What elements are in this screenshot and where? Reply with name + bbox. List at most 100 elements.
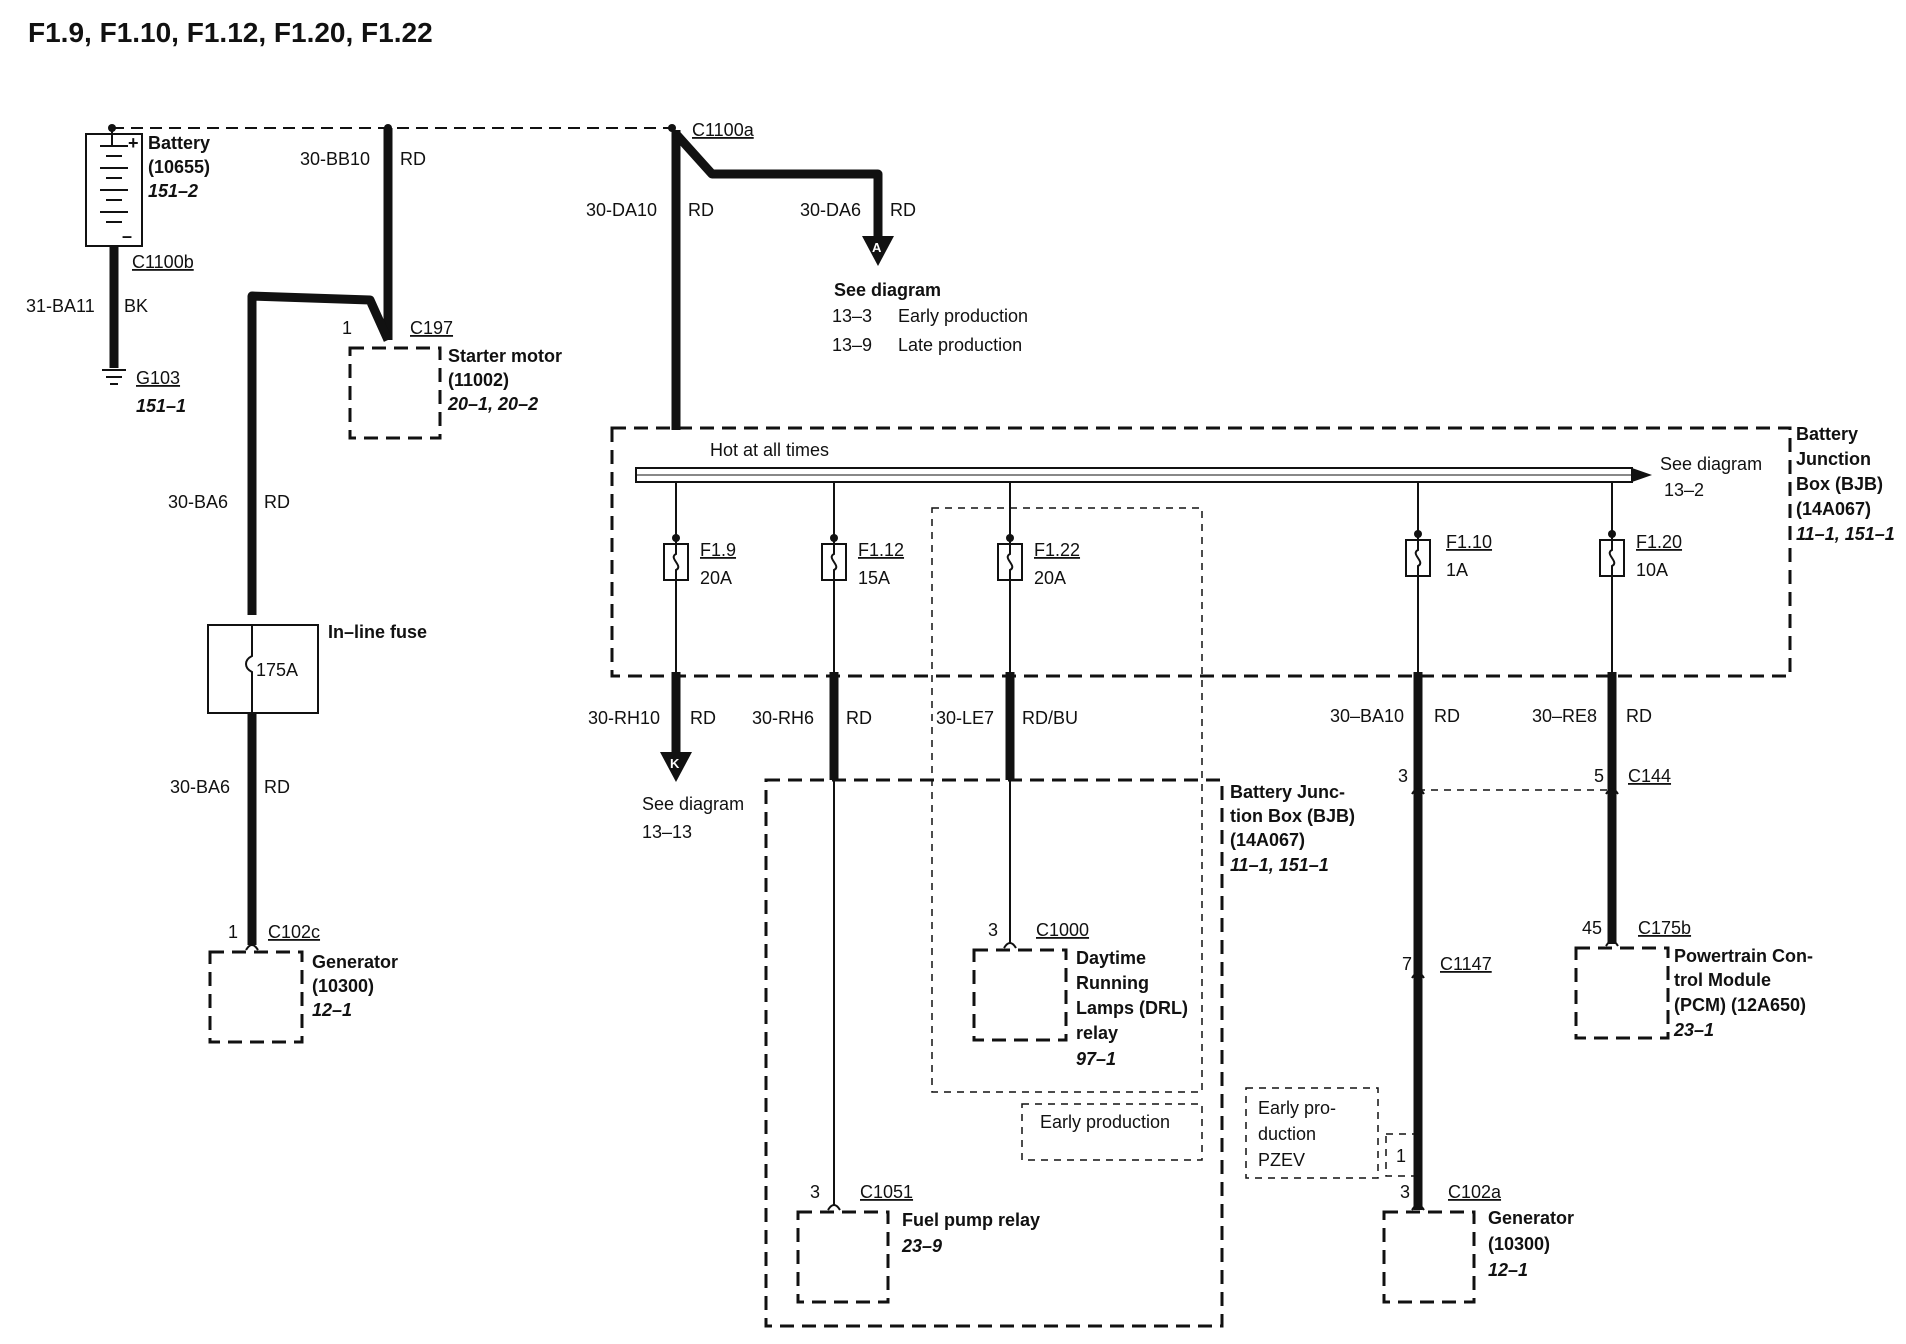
pcm-pin: 45 xyxy=(1582,918,1602,938)
arrow-a-letter: A xyxy=(872,240,882,255)
bjb-bottom-line1: Battery Junc- xyxy=(1230,782,1345,802)
starter-pin: 1 xyxy=(342,318,352,338)
early-pzev-pin-box xyxy=(1385,1133,1421,1177)
bjb-top-line2: Junction xyxy=(1796,449,1871,469)
drl-line3: Lamps (DRL) xyxy=(1076,998,1188,1018)
early-production-label: Early production xyxy=(1040,1112,1170,1132)
c1147-pin: 7 xyxy=(1402,954,1412,974)
drl-line4: relay xyxy=(1076,1023,1118,1043)
fuse-f1-12-rating: 15A xyxy=(858,568,890,588)
pcm-connector: C175b xyxy=(1638,918,1691,938)
fuse-f1-9 xyxy=(663,482,689,672)
wire-30rh6-color: RD xyxy=(846,708,872,728)
wire-30ba6-bottom-color: RD xyxy=(264,777,290,797)
wire-30da6-color: RD xyxy=(890,200,916,220)
c144-pin-left-terminal xyxy=(1411,788,1425,795)
early-pzev-pin: 1 xyxy=(1396,1146,1406,1166)
early-pzev-tag xyxy=(1245,1087,1379,1179)
battery-ref: 151–2 xyxy=(148,181,198,201)
bjb-see: See diagram xyxy=(1660,454,1762,474)
g103-ref: 151–1 xyxy=(136,396,186,416)
drl-line1: Daytime xyxy=(1076,948,1146,968)
inline-fuse-name: In–line fuse xyxy=(328,622,427,642)
c144-pin-left: 3 xyxy=(1398,766,1408,786)
arrow-k-icon xyxy=(660,752,692,782)
arrow-a-icon xyxy=(862,236,894,266)
battery-name: Battery xyxy=(148,133,210,153)
drl-line2: Running xyxy=(1076,973,1149,993)
gen-right-part: (10300) xyxy=(1488,1234,1550,1254)
wire-30bb10-color: RD xyxy=(400,149,426,169)
fuse-f1-20 xyxy=(1599,482,1625,672)
fuse-f1-20-rating: 10A xyxy=(1636,560,1668,580)
bjb-bottom-ref: 11–1, 151–1 xyxy=(1230,855,1329,875)
bjb-bottom-box xyxy=(764,778,1224,1328)
fuse-f1-12-name: F1.12 xyxy=(858,540,904,560)
bjb-hot-label: Hot at all times xyxy=(710,440,829,460)
starter-name: Starter motor xyxy=(448,346,562,366)
wire-30ba6-top-color: RD xyxy=(264,492,290,512)
bjb-top-box xyxy=(610,426,1792,678)
fuel-pump-connector: C1051 xyxy=(860,1182,913,1202)
fuel-pump-name: Fuel pump relay xyxy=(902,1210,1040,1230)
wire-30da6-circuit: 30-DA6 xyxy=(800,200,861,220)
battery-part: (10655) xyxy=(148,157,210,177)
fuse-f1-10-name: F1.10 xyxy=(1446,532,1492,552)
pcm-line3: (PCM) (12A650) xyxy=(1674,995,1806,1015)
gen-left-terminal xyxy=(245,944,259,951)
wire-30da10-color: RD xyxy=(688,200,714,220)
wire-30rh10-color: RD xyxy=(690,708,716,728)
early-production-region xyxy=(931,507,1203,1093)
fuel-pump-ref: 23–9 xyxy=(901,1236,942,1256)
gen-left-ref: 12–1 xyxy=(312,1000,352,1020)
ground-icon xyxy=(102,369,126,385)
fuse-f1-9-rating: 20A xyxy=(700,568,732,588)
pcm-box xyxy=(1574,946,1670,1040)
generator-left-box xyxy=(208,950,304,1044)
bjb-bottom-part: (14A067) xyxy=(1230,830,1305,850)
pcm-line1: Powertrain Con- xyxy=(1674,946,1813,966)
battery-minus-sign: – xyxy=(122,226,132,246)
generator-right-box xyxy=(1382,1210,1476,1304)
drl-pin: 3 xyxy=(988,920,998,940)
see-a-row1-text: Early production xyxy=(898,306,1028,326)
fuel-pump-pin: 3 xyxy=(810,1182,820,1202)
starter-motor-box xyxy=(348,346,442,440)
starter-connector: C197 xyxy=(410,318,453,338)
wire-30ba6-bottom-circuit: 30-BA6 xyxy=(170,777,230,797)
battery-symbol xyxy=(85,128,143,247)
wire-31ba11-circuit: 31-BA11 xyxy=(26,296,95,316)
gen-left-connector: C102c xyxy=(268,922,320,942)
c1147-connector: C1147 xyxy=(1440,954,1492,974)
gen-right-terminal xyxy=(1411,1204,1425,1211)
arrow-k-letter: K xyxy=(670,756,680,771)
see-a-row2-ref: 13–9 xyxy=(832,335,872,355)
pcm-terminal xyxy=(1605,940,1619,947)
pcm-line2: trol Module xyxy=(1674,970,1771,990)
bjb-see-ref: 13–2 xyxy=(1664,480,1704,500)
gen-left-part: (10300) xyxy=(312,976,374,996)
drl-relay-box xyxy=(972,948,1068,1042)
wire-30da6 xyxy=(672,130,883,236)
fuse-f1-20-name: F1.20 xyxy=(1636,532,1682,552)
gen-left-pin: 1 xyxy=(228,922,238,942)
g103-label: G103 xyxy=(136,368,180,388)
fuse-f1-9-name: F1.9 xyxy=(700,540,736,560)
bjb-top-line1: Battery xyxy=(1796,424,1858,444)
see-k-heading: See diagram xyxy=(642,794,744,814)
fuse-f1-10 xyxy=(1405,482,1431,672)
fuse-f1-10-rating: 1A xyxy=(1446,560,1468,580)
wire-30ba10-color: RD xyxy=(1434,706,1460,726)
c1100a-label: C1100a xyxy=(692,120,755,140)
bjb-top-part: (14A067) xyxy=(1796,499,1871,519)
wire-30re8-circuit: 30–RE8 xyxy=(1532,706,1597,726)
wire-30ba6-top xyxy=(247,291,393,615)
drl-ref: 97–1 xyxy=(1076,1049,1116,1069)
see-k-ref: 13–13 xyxy=(642,822,692,842)
c144-connector: C144 xyxy=(1628,766,1671,786)
wire-30bb10-circuit: 30-BB10 xyxy=(300,149,370,169)
wire-30ba6-top-circuit: 30-BA6 xyxy=(168,492,228,512)
c144-pin-right-terminal xyxy=(1605,788,1619,795)
wire-30da10-circuit: 30-DA10 xyxy=(586,200,657,220)
see-a-row2-text: Late production xyxy=(898,335,1022,355)
